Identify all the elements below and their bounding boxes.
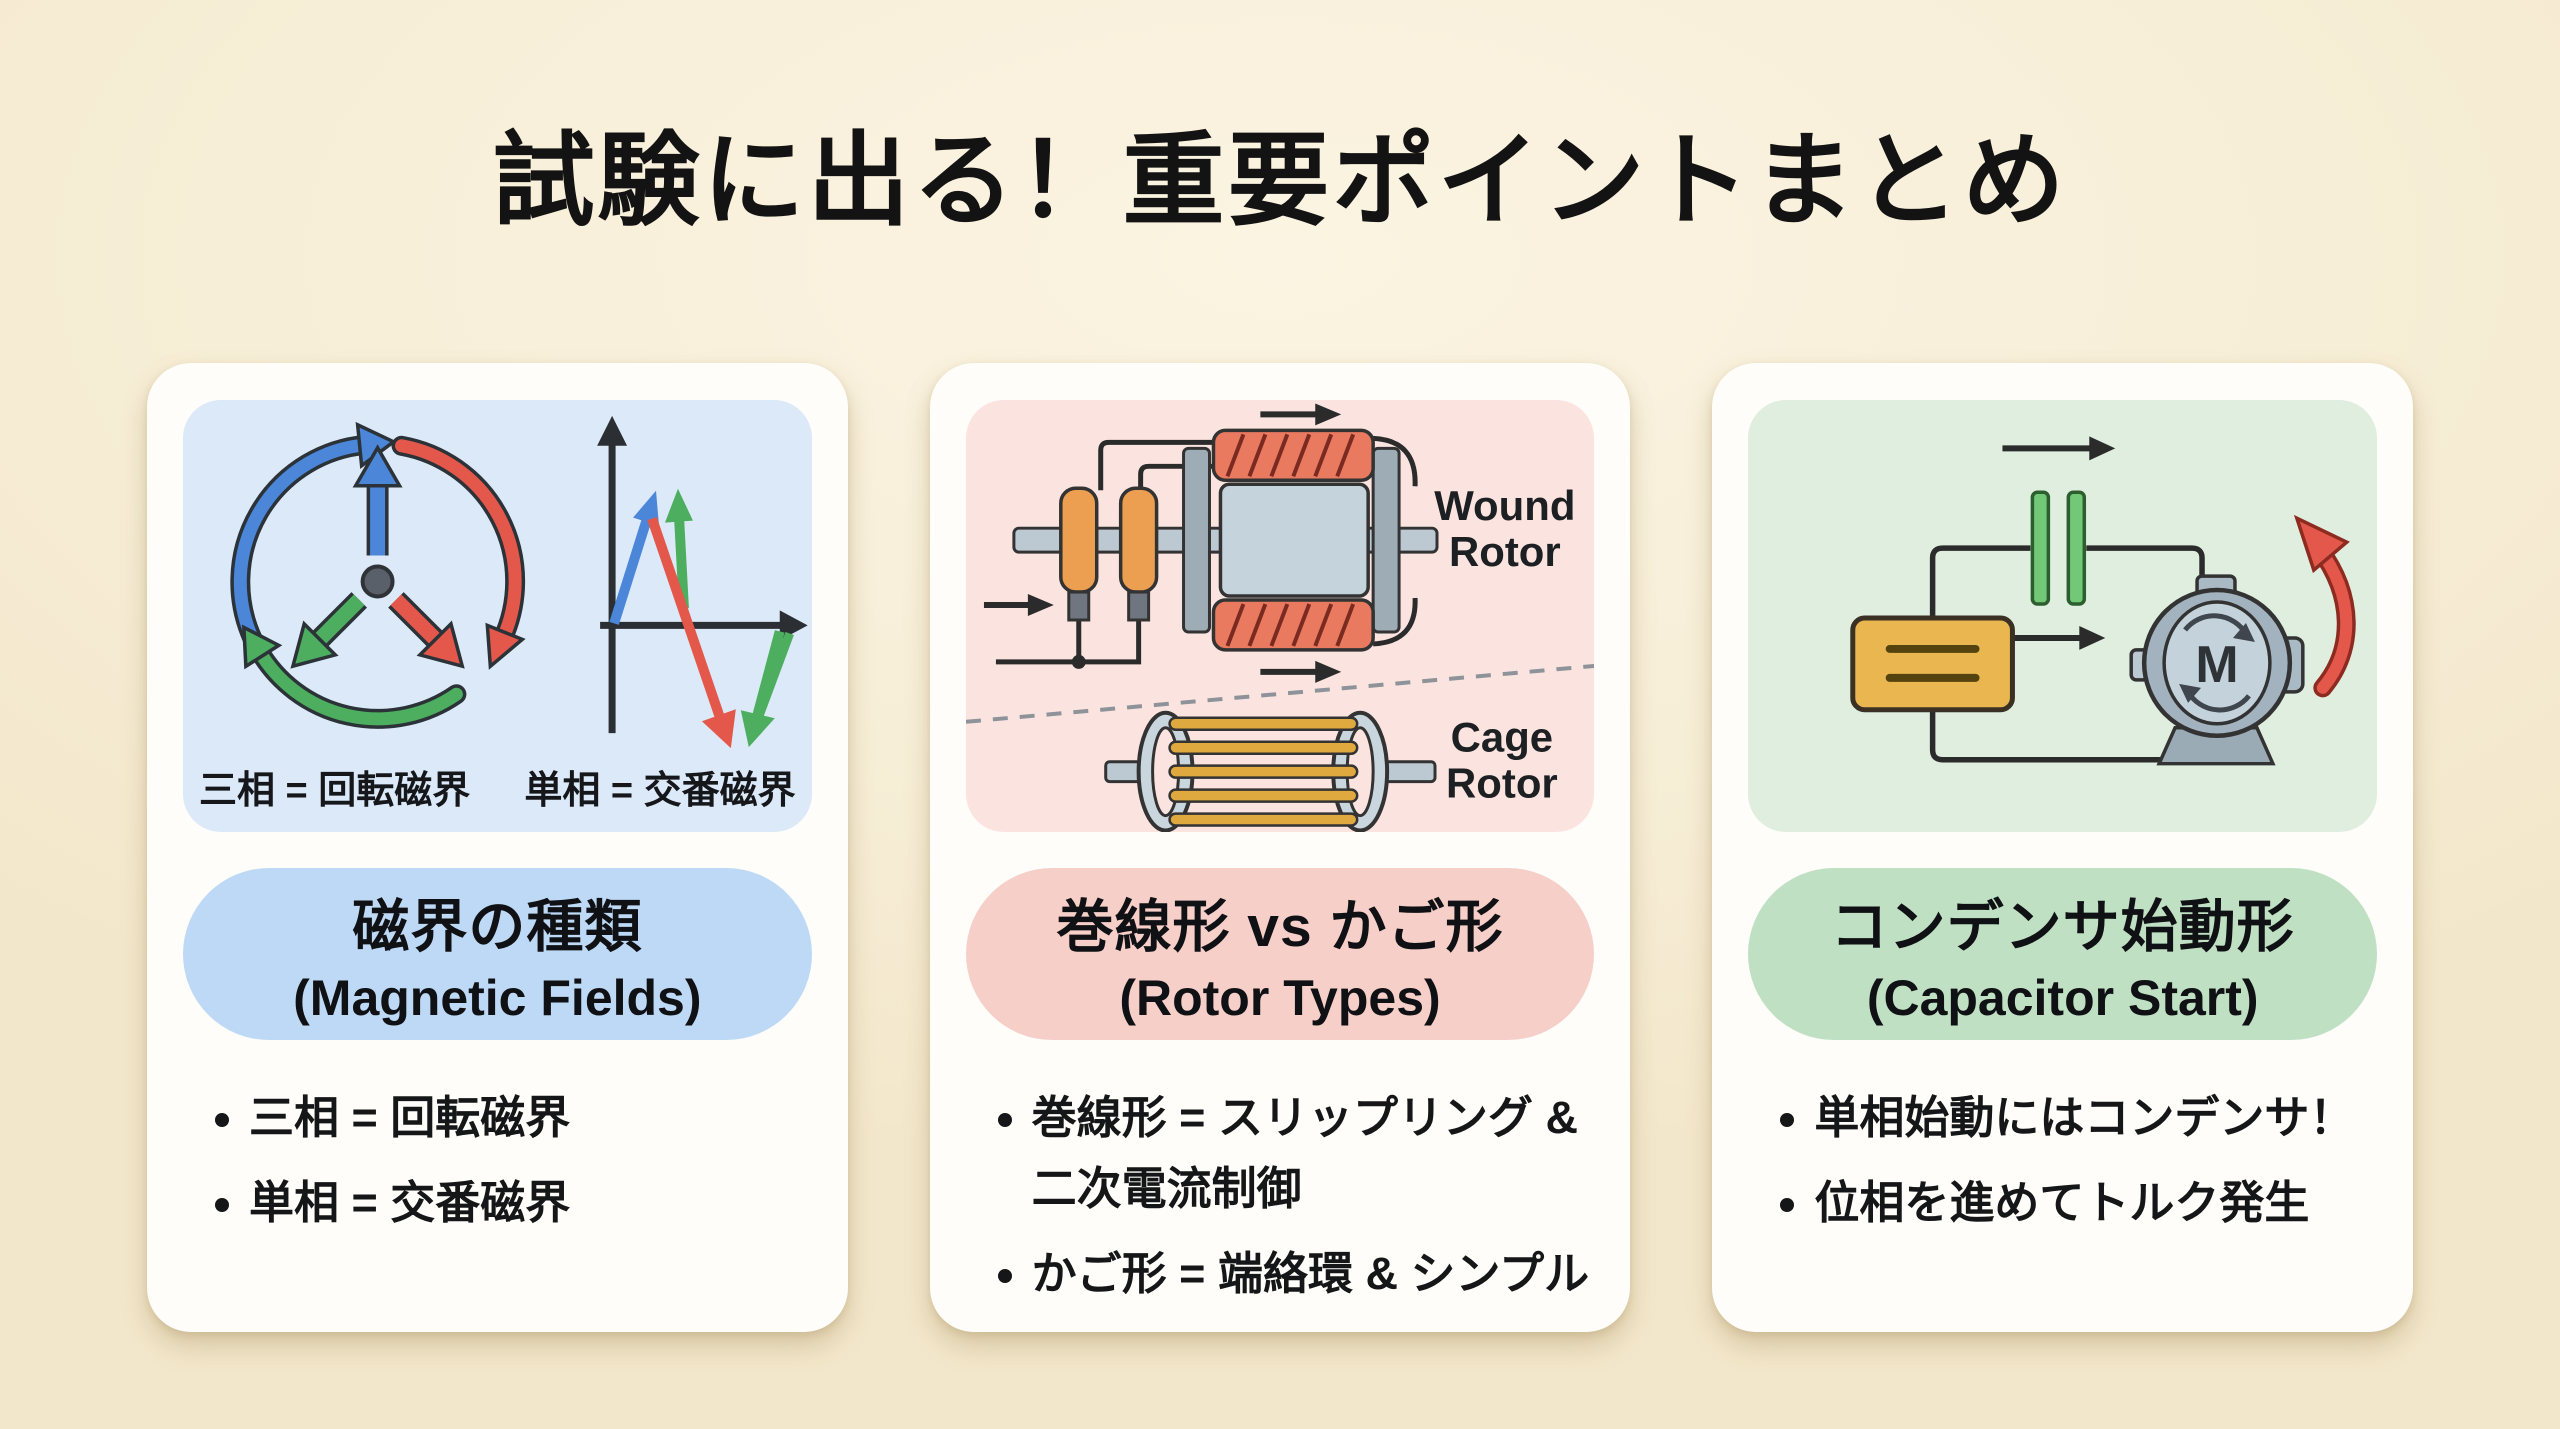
alternating-wave-icon [597,415,808,749]
rotor-types-bullets: 巻線形 = スリップリング & 二次電流制御 かご形 = 端絡環 & シンプル [966,1082,1595,1309]
rotor-types-diagram-panel: Wound Rotor Cage [965,400,1595,832]
bullet-item: 単相 = 交番磁界 [249,1167,812,1238]
divider-dashed-line [965,663,1595,724]
wound-rotor-icon [983,403,1439,683]
cage-rotor-icon [1103,710,1437,832]
bullet-item: かご形 = 端絡環 & シンプル [1032,1238,1595,1309]
current-arrow-top-head [2089,436,2116,461]
heading-en: (Rotor Types) [1119,970,1441,1026]
card-magnetic-fields: 三相 = 回転磁界 単相 = 交番磁界 磁界の種類 (Magnetic Fiel… [147,363,848,1332]
wound-rotor-label-line1: Wound [1434,482,1575,529]
card-capacitor-start: M コンデンサ始動形 (Capacitor Start) 単相始動にはコンデンサ… [1712,363,2414,1332]
cage-rotor-label-line1: Cage [1450,714,1552,761]
capacitor-icon [2030,490,2087,606]
capacitor-start-diagram-panel: M [1748,400,2378,832]
heading-jp: 磁界の種類 [352,895,643,959]
heading-jp: 巻線形 vs かご形 [1056,895,1504,959]
card-rotor-types: Wound Rotor Cage [929,363,1631,1332]
rotor-types-heading-pill: 巻線形 vs かご形 (Rotor Types) [965,868,1595,1040]
caption-single-phase: 単相 = 交番磁界 [524,770,796,812]
power-source-icon [1850,615,2016,713]
current-arrow-mid-head [2079,625,2106,650]
page-title: 試験に出る！重要ポイントまとめ [492,124,2068,238]
capacitor-start-bullets: 単相始動にはコンデンサ！ 位相を進めてトルク発生 [1748,1082,2377,1238]
cage-rotor-label-line2: Rotor [1446,760,1558,807]
rotating-field-icon [230,421,526,729]
diagram-captions: 三相 = 回転磁界 単相 = 交番磁界 [183,759,812,832]
bullet-item: 三相 = 回転磁界 [249,1082,812,1153]
bullet-item: 単相始動にはコンデンサ！ [1814,1082,2377,1153]
bullet-item: 位相を進めてトルク発生 [1814,1167,2377,1238]
heading-jp: コンデンサ始動形 [1830,895,2295,959]
magnetic-fields-diagram [230,415,808,749]
heading-en: (Magnetic Fields) [293,970,702,1026]
rotation-arrow-icon [2294,514,2357,698]
motor-icon: M [2129,574,2305,766]
heading-en: (Capacitor Start) [1866,970,2259,1026]
bullet-item: 巻線形 = スリップリング & 二次電流制御 [1032,1082,1595,1224]
magnetic-fields-bullets: 三相 = 回転磁界 単相 = 交番磁界 [183,1082,812,1238]
caption-three-phase: 三相 = 回転磁界 [199,770,471,812]
cards-row: 三相 = 回転磁界 単相 = 交番磁界 磁界の種類 (Magnetic Fiel… [147,363,2414,1332]
magnetic-fields-heading-pill: 磁界の種類 (Magnetic Fields) [183,868,812,1040]
magnetic-fields-diagram-panel: 三相 = 回転磁界 単相 = 交番磁界 [183,400,812,832]
capacitor-start-circuit-icon: M [1850,436,2357,766]
wound-rotor-label-line2: Rotor [1449,528,1561,575]
rotor-types-diagram: Wound Rotor Cage [965,403,1595,832]
motor-letter: M [2196,635,2239,693]
capacitor-start-heading-pill: コンデンサ始動形 (Capacitor Start) [1748,868,2378,1040]
